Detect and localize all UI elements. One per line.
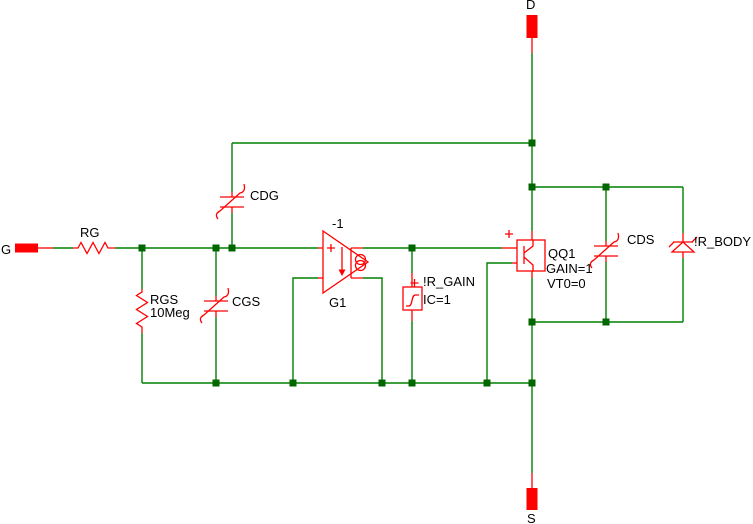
nonlinear-curve-icon [589, 232, 620, 269]
capacitor-cds[interactable]: CDS [589, 232, 655, 269]
wire-g1-output-return[interactable] [363, 277, 383, 383]
plus-polarity-marker [505, 230, 513, 238]
junction-dots [138, 139, 610, 387]
terminal-drain-pad[interactable] [526, 15, 538, 38]
qq1-box-icon[interactable] [516, 239, 546, 272]
qq1-vt0[interactable]: VT0=0 [547, 276, 586, 291]
junction-dot [212, 379, 220, 387]
current-source-circle-icon [354, 259, 367, 272]
junction-dot [138, 244, 146, 252]
junction-dot [602, 318, 610, 326]
junction-dot [528, 139, 536, 147]
capacitor-cgs[interactable]: CGS [199, 287, 261, 324]
terminal-gate[interactable]: G [1, 242, 53, 257]
junction-dot [212, 244, 220, 252]
plus-polarity-marker [410, 279, 419, 287]
junction-dot [528, 318, 536, 326]
terminal-drain-label: D [526, 0, 535, 12]
wire-g1-inverting-loop[interactable] [292, 277, 318, 383]
wires [53, 53, 684, 473]
g1-gain[interactable]: -1 [332, 216, 344, 231]
junction-dot [408, 379, 416, 387]
rgs-value[interactable]: 10Meg [150, 305, 190, 320]
terminal-source-label: S [527, 511, 536, 524]
junction-dot [378, 379, 386, 387]
cds-label[interactable]: CDS [627, 232, 655, 247]
cgs-label[interactable]: CGS [232, 294, 261, 309]
nonlinear-curve-icon [199, 287, 230, 324]
resistor-zigzag-icon [135, 289, 149, 333]
current-arrowhead-icon [338, 269, 346, 276]
cdg-label[interactable]: CDG [250, 188, 279, 203]
diode-bar-ticks [668, 236, 698, 248]
terminal-drain[interactable]: D [526, 0, 538, 53]
g1-output-stubs [350, 247, 363, 279]
junction-dot [228, 244, 236, 252]
transistor-qq1[interactable]: QQ1 GAIN=1 VT0=0 [502, 230, 593, 291]
terminal-source-pad[interactable] [526, 488, 538, 510]
junction-dot [528, 379, 536, 387]
nonlinear-curve-icon [406, 294, 419, 307]
qq1-gain[interactable]: GAIN=1 [546, 261, 593, 276]
qq1-label[interactable]: QQ1 [548, 246, 575, 261]
nonlinear-curve-icon [215, 183, 246, 220]
diode-triangle-icon [670, 241, 696, 253]
terminal-source[interactable]: S [526, 473, 538, 524]
transistor-glyph-icon [523, 240, 534, 271]
junction-dot [289, 379, 297, 387]
current-source-circle-icon [354, 253, 367, 266]
rg-label[interactable]: RG [80, 225, 100, 240]
resistor-rgs[interactable]: RGS 10Meg [135, 289, 190, 333]
junction-dot [483, 379, 491, 387]
capacitor-cdg[interactable]: CDG [215, 183, 279, 220]
diode-rbody[interactable]: !R_BODY [668, 233, 751, 258]
junction-dot [408, 244, 416, 252]
junction-dot [602, 183, 610, 191]
plus-polarity-marker [327, 244, 335, 252]
amplifier-triangle-icon[interactable] [322, 229, 370, 295]
rgs-label[interactable]: RGS [150, 292, 179, 307]
rgain-ic[interactable]: IC=1 [423, 292, 451, 307]
wire-qq1-source-loop[interactable] [486, 262, 512, 383]
resistor-zigzag-icon [73, 241, 115, 255]
resistor-rg[interactable]: RG [73, 225, 115, 255]
junction-dot [528, 183, 536, 191]
terminal-gate-pad[interactable] [15, 243, 38, 253]
rbody-label[interactable]: !R_BODY [694, 234, 751, 249]
g1-label[interactable]: G1 [329, 295, 346, 310]
terminal-gate-label: G [1, 242, 11, 257]
nonlinear-resistor-rgain[interactable]: !R_GAIN IC=1 [402, 273, 475, 321]
rgain-label[interactable]: !R_GAIN [423, 274, 475, 289]
controlled-source-g1[interactable]: -1 G1 [318, 216, 370, 310]
